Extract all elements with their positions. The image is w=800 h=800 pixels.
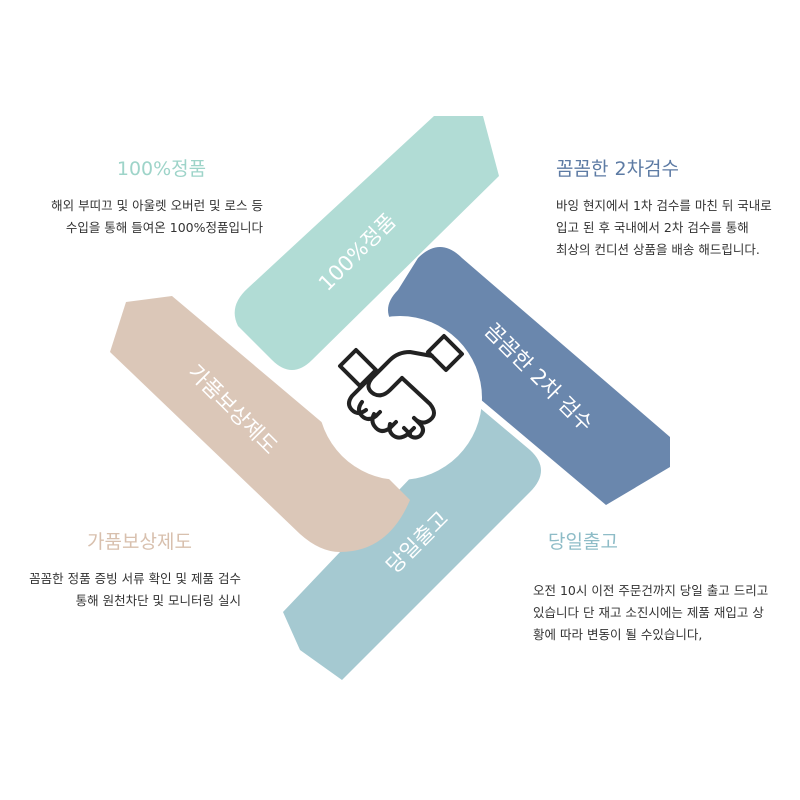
block-shipping-line1: 오전 10시 이전 주문건까지 당일 출고 드리고 [533, 582, 769, 598]
block-shipping-line3: 황에 따라 변동이 될 수있습니다, [533, 626, 703, 642]
block-genuine-line1: 해외 부띠끄 및 아울렛 오버런 및 로스 등 [51, 197, 263, 213]
block-compensation-title: 가품보상제도 [87, 531, 192, 553]
arm-shipping-shape [283, 408, 541, 680]
handshake-icon [338, 334, 464, 440]
block-compensation: 가품보상제도 꼼꼼한 정품 증빙 서류 확인 및 제품 검수 통해 원천차단 및… [8, 531, 241, 612]
block-inspection: 꼼꼼한 2차검수 바잉 현지에서 1차 검수를 마친 뒤 국내로 입고 된 후 … [556, 158, 796, 261]
center-circle [318, 316, 482, 480]
block-inspection-line3: 최상의 컨디션 상품을 배송 해드립니다. [556, 241, 760, 257]
block-genuine-line2: 수입을 통해 들여온 100%정품입니다 [65, 219, 263, 235]
block-inspection-title: 꼼꼼한 2차검수 [556, 158, 680, 180]
arm-inspection-shape [388, 247, 670, 505]
block-compensation-line2: 통해 원천차단 및 모니터링 실시 [75, 592, 241, 608]
block-inspection-line2: 입고 된 후 국내에서 2차 검수를 통해 [556, 219, 749, 235]
block-genuine: 100%정품 해외 부띠끄 및 아울렛 오버런 및 로스 등 수입을 통해 들여… [20, 158, 263, 239]
block-compensation-line1: 꼼꼼한 정품 증빙 서류 확인 및 제품 검수 [29, 570, 241, 586]
block-genuine-title: 100%정품 [116, 158, 207, 180]
block-shipping: 당일출고 오전 10시 이전 주문건까지 당일 출고 드리고 있습니다 단 재고… [533, 531, 797, 646]
arm-genuine: 100%정품 [234, 116, 499, 370]
block-shipping-line2: 있습니다 단 재고 소진시에는 제품 재입고 상 [533, 604, 764, 620]
block-shipping-title: 당일출고 [548, 531, 618, 553]
arm-compensation-shape [110, 296, 410, 552]
block-inspection-line1: 바잉 현지에서 1차 검수를 마친 뒤 국내로 [556, 197, 772, 213]
arm-genuine-shape [234, 116, 499, 370]
